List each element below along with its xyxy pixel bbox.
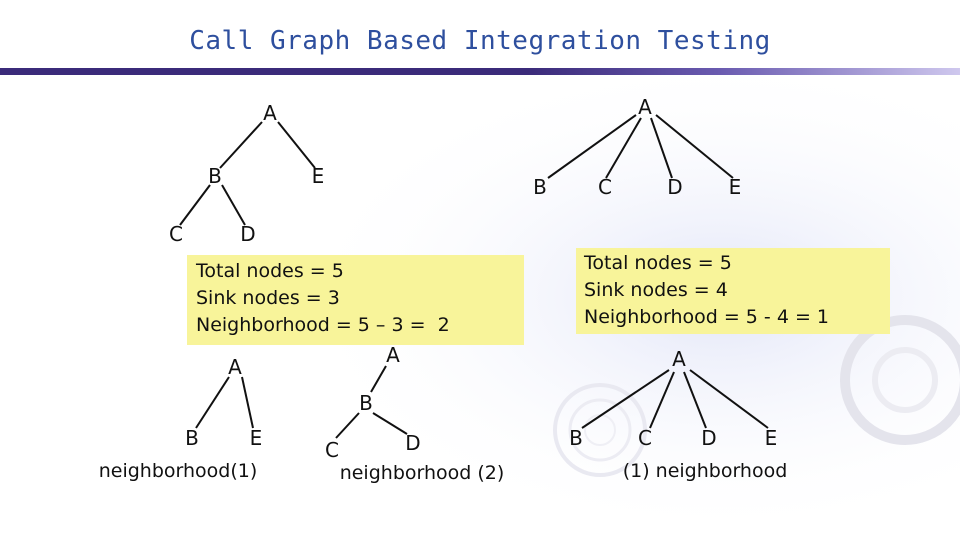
node-c: C [169,222,183,246]
edge [221,184,246,226]
edge [683,371,707,429]
node-e: E [764,426,778,450]
node-a: A [638,95,652,119]
node-b: B [533,175,547,199]
caption-neighborhood-2: neighborhood (2) [339,462,505,484]
node-c: C [325,438,339,462]
edge [219,121,263,169]
edge [370,365,387,393]
note-line: Sink nodes = 3 [196,287,340,309]
edge [277,121,316,169]
edge [689,369,769,429]
note-line: Total nodes = 5 [196,260,344,282]
node-c: C [638,426,652,450]
neighborhood-note-left: Total nodes = 5 Sink nodes = 3 Neighborh… [187,255,524,345]
edge [605,117,642,179]
edge [372,412,408,435]
node-d: D [667,175,683,199]
node-e: E [311,164,325,188]
node-d: D [240,222,256,246]
note-line: Sink nodes = 4 [584,279,728,301]
node-a: A [228,355,242,379]
node-d: D [701,426,717,450]
node-a: A [386,343,400,367]
node-b: B [185,426,199,450]
node-e: E [728,175,742,199]
edge [195,376,230,429]
node-a: A [263,101,277,125]
edge [581,369,670,429]
node-d: D [405,431,421,455]
edge [335,412,360,439]
edge [655,114,734,179]
note-line: Neighborhood = 5 - 4 = 1 [584,306,829,328]
node-a: A [672,347,686,371]
node-c: C [598,175,612,199]
caption-neighborhood-1: neighborhood(1) [98,460,258,482]
note-line: Neighborhood = 5 – 3 = 2 [196,314,450,336]
caption-neighborhood-3: (1) neighborhood [622,460,788,482]
edge [649,371,675,429]
edge [179,184,211,226]
edge [650,117,673,179]
edge [241,376,254,429]
node-b: B [359,391,373,415]
node-b: B [569,426,583,450]
neighborhood-note-right: Total nodes = 5 Sink nodes = 4 Neighborh… [576,248,890,334]
node-b: B [208,164,222,188]
edge [547,114,637,179]
page-title: Call Graph Based Integration Testing [189,26,771,56]
title-underline [0,68,960,75]
node-e: E [249,426,263,450]
note-line: Total nodes = 5 [584,252,732,274]
